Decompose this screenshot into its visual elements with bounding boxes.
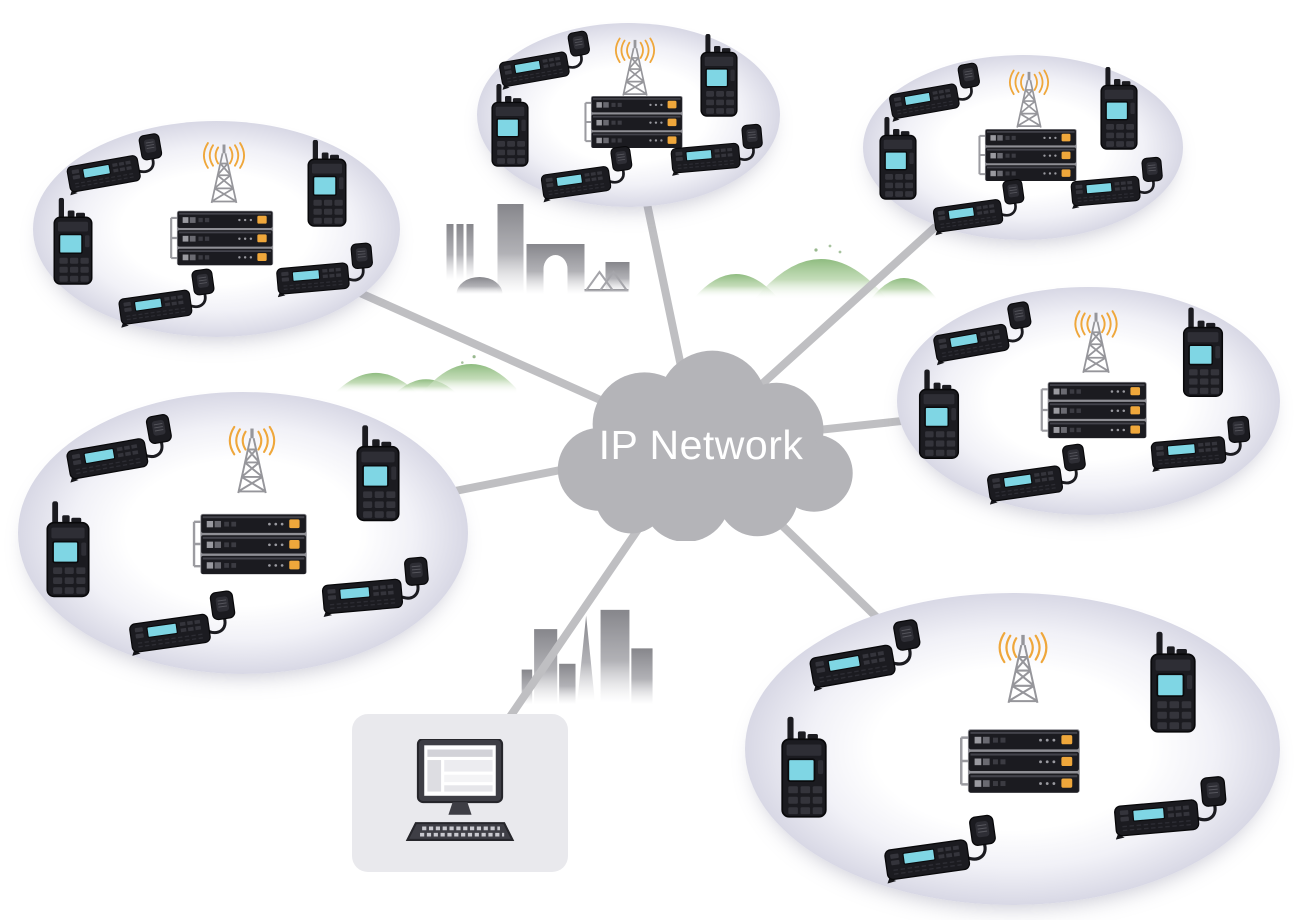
mobile-radio-icon bbox=[930, 177, 1034, 237]
portable-radio-icon bbox=[1182, 308, 1225, 399]
portable-radio-icon bbox=[1099, 67, 1139, 151]
antenna-tower-icon bbox=[215, 425, 289, 494]
mobile-radio-icon bbox=[273, 241, 380, 299]
portable-radio-icon bbox=[355, 425, 401, 523]
portable-radio-icon bbox=[878, 116, 918, 200]
portable-radio-icon bbox=[306, 139, 348, 228]
portable-radio-icon bbox=[918, 369, 961, 460]
desktop-computer-icon bbox=[399, 739, 521, 846]
antenna-tower-icon bbox=[190, 141, 257, 204]
repeater-stack-icon bbox=[580, 95, 684, 150]
portable-radio-icon bbox=[52, 198, 94, 287]
radio-site-6 bbox=[745, 593, 1280, 905]
antenna-tower-icon bbox=[1062, 309, 1131, 374]
mobile-radio-icon bbox=[983, 442, 1095, 507]
portable-radio-icon bbox=[779, 716, 828, 819]
radio-site-3 bbox=[33, 121, 400, 337]
repeater-stack-icon bbox=[954, 728, 1081, 795]
mobile-radio-icon bbox=[537, 144, 641, 204]
radio-site-4 bbox=[897, 287, 1280, 515]
mobile-radio-icon bbox=[124, 589, 244, 658]
mobile-radio-icon bbox=[880, 812, 1006, 885]
mobile-radio-icon bbox=[1148, 415, 1258, 474]
mobile-radio-icon bbox=[1068, 155, 1170, 210]
mobile-radio-icon bbox=[669, 122, 771, 177]
antenna-tower-icon bbox=[603, 37, 667, 97]
portable-radio-icon bbox=[699, 34, 739, 118]
portable-radio-icon bbox=[490, 84, 530, 168]
dispatch-console-panel bbox=[352, 714, 568, 872]
portable-radio-icon bbox=[1149, 632, 1198, 735]
radio-site-1 bbox=[477, 23, 780, 207]
antenna-tower-icon bbox=[997, 69, 1061, 129]
repeater-stack-icon bbox=[974, 128, 1078, 183]
ip-network-cloud: IP Network bbox=[540, 345, 862, 541]
repeater-stack-icon bbox=[1036, 381, 1148, 440]
antenna-tower-icon bbox=[984, 631, 1062, 704]
ip-network-label: IP Network bbox=[598, 421, 804, 468]
repeater-stack-icon bbox=[187, 513, 308, 576]
mobile-radio-icon bbox=[319, 555, 437, 619]
repeater-stack-icon bbox=[166, 209, 275, 266]
portable-radio-icon bbox=[44, 501, 90, 599]
mobile-radio-icon bbox=[1111, 775, 1235, 842]
mobile-radio-icon bbox=[114, 267, 223, 330]
radio-site-2 bbox=[863, 55, 1183, 240]
radio-site-5 bbox=[18, 392, 468, 674]
